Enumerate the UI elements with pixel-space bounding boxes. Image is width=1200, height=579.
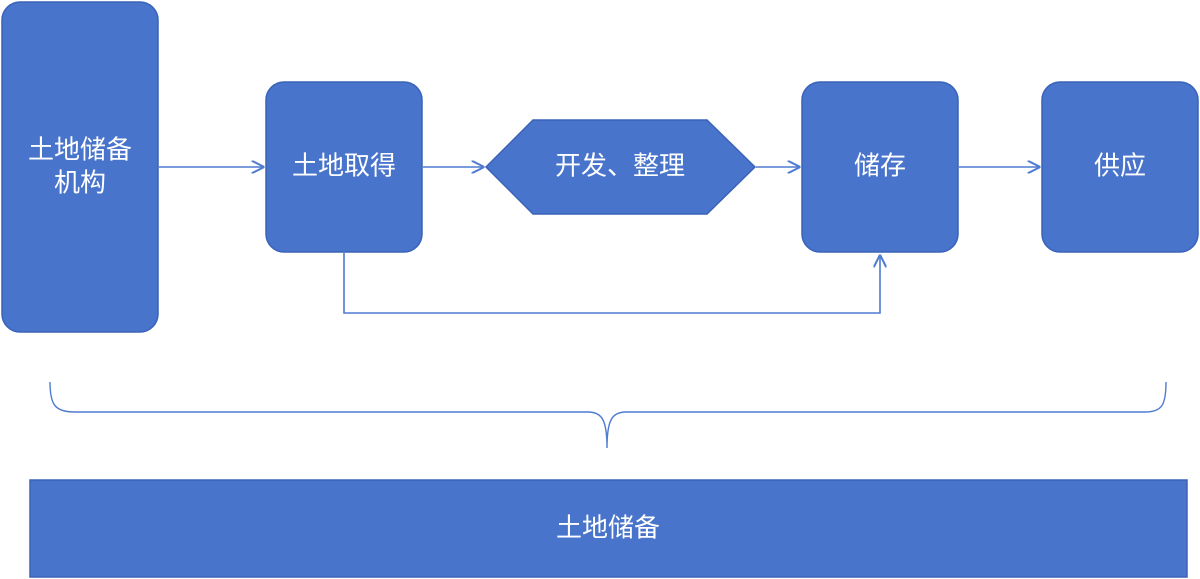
node-land-reserve-agency-box xyxy=(1,1,159,333)
node-supply-box xyxy=(1041,81,1199,253)
node-development-label: 开发、整理 xyxy=(555,152,685,182)
land-reserve-bar: 土地储备 xyxy=(29,479,1188,578)
node-land-reserve-agency-label-line2: 机构 xyxy=(54,169,106,199)
node-land-acquisition: 土地取得 xyxy=(265,81,423,253)
node-land-acquisition-label: 土地取得 xyxy=(292,152,396,182)
node-storage: 储存 xyxy=(801,81,959,253)
node-land-acquisition-box xyxy=(265,81,423,253)
land-reserve-bar-box xyxy=(29,479,1188,578)
node-land-reserve-agency: 土地储备 机构 xyxy=(1,1,159,333)
node-development-shape xyxy=(484,119,757,215)
land-reserve-bar-label: 土地储备 xyxy=(556,514,660,544)
node-development: 开发、整理 xyxy=(484,119,757,215)
edge-acquisition-to-storage-bypass xyxy=(343,253,880,314)
node-storage-box xyxy=(801,81,959,253)
node-supply: 供应 xyxy=(1041,81,1199,253)
grouping-brace xyxy=(49,381,1167,449)
node-land-reserve-agency-label-line1: 土地储备 xyxy=(28,136,132,166)
node-supply-label: 供应 xyxy=(1094,152,1146,182)
node-storage-label: 储存 xyxy=(854,152,906,182)
